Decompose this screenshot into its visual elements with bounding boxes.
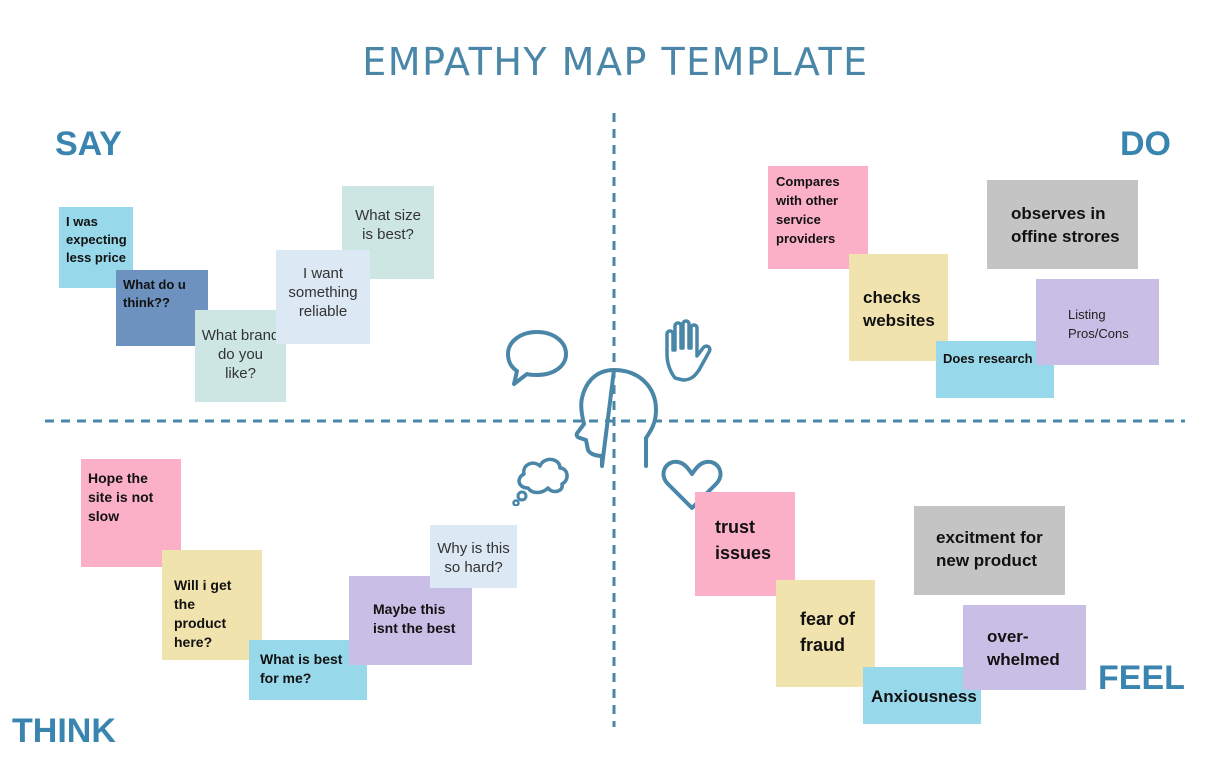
do-note-does-research: Does research bbox=[936, 341, 1054, 398]
hand-icon bbox=[665, 319, 712, 382]
say-note-what-size: What size is best? bbox=[342, 186, 434, 279]
think-note-maybe-not-best: Maybe this isnt the best bbox=[349, 576, 472, 665]
quadrant-label-feel: FEEL bbox=[1098, 659, 1185, 697]
speech-bubble-icon bbox=[506, 330, 568, 386]
say-note-expecting-less-price: I was expecting less price bbox=[59, 207, 133, 288]
feel-note-trust-issues: trust issues bbox=[695, 492, 795, 596]
quadrant-label-think: THINK bbox=[12, 712, 116, 750]
say-note-something-reliable: I want something reliable bbox=[276, 250, 370, 344]
feel-note-overwhelmed: over-whelmed bbox=[963, 605, 1086, 690]
do-note-compares: Compares with other service providers bbox=[768, 166, 868, 269]
quadrant-label-say: SAY bbox=[55, 125, 122, 163]
say-note-what-brand: What brand do you like? bbox=[195, 310, 286, 402]
quadrant-label-do: DO bbox=[1120, 125, 1171, 163]
feel-note-excitment: excitment for new product bbox=[914, 506, 1065, 595]
do-note-observes: observes in offine strores bbox=[987, 180, 1138, 269]
do-note-checks-websites: checks websites bbox=[849, 254, 948, 361]
heart-icon bbox=[661, 459, 723, 510]
think-note-site-not-slow: Hope the site is not slow bbox=[81, 459, 181, 567]
think-note-best-for-me: What is best for me? bbox=[249, 640, 367, 700]
do-note-pros-cons: Listing Pros/Cons bbox=[1036, 279, 1159, 365]
page-title: EMPATHY MAP TEMPLATE bbox=[362, 40, 869, 84]
feel-note-fear-of-fraud: fear of fraud bbox=[776, 580, 875, 687]
feel-note-anxiousness: Anxiousness bbox=[863, 667, 981, 724]
think-note-why-so-hard: Why is this so hard? bbox=[430, 525, 517, 588]
head-icon bbox=[574, 368, 658, 468]
say-note-what-do-u-think: What do u think?? bbox=[116, 270, 208, 346]
thought-cloud-icon bbox=[512, 457, 569, 506]
think-note-get-product: Will i get the product here? bbox=[162, 550, 262, 660]
